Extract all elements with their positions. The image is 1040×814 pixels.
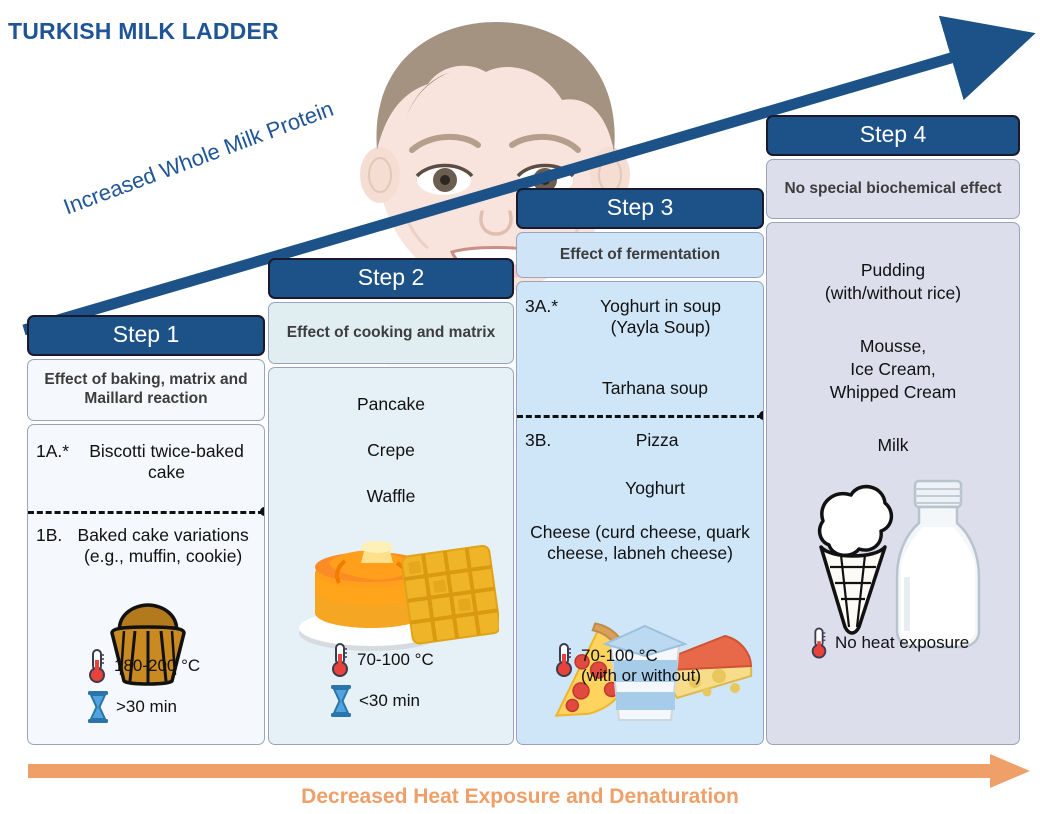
step-4-item-2: Mousse, Ice Cream, Whipped Cream [771, 335, 1015, 403]
step-1-measurements: 180-200 °C >30 min [86, 648, 264, 730]
step-3-group-a-tag: 3A.* [525, 296, 559, 316]
step-2-time-value: <30 min [359, 690, 420, 710]
step-3-yayla-line1: Yoghurt in soup [600, 296, 722, 316]
muffin-icon [110, 603, 186, 686]
step-2-temperature-row: 70-100 °C [329, 642, 513, 678]
step-1-time-value: >30 min [116, 696, 177, 716]
thermometer-icon [332, 643, 348, 677]
step-4-item-3: Milk [877, 435, 909, 455]
step-1-temperature-value: 180-200 °C [114, 655, 201, 675]
step-2-column: Step 2 Effect of cooking and matrix Panc… [268, 258, 514, 745]
step-3-group-b-text-2: Yoghurt [625, 478, 685, 498]
step-1-divider [28, 511, 264, 514]
step-2-item-3: Waffle [366, 486, 416, 506]
step-3-group-b-text-1: Pizza [635, 430, 679, 450]
thermometer-icon [811, 627, 827, 659]
step-2-body: Pancake Crepe Waffle [268, 367, 514, 745]
step-1-body: 1A.* Biscotti twice-baked cake 1B. Baked… [27, 424, 265, 745]
pancake-waffle-icon [299, 541, 499, 651]
step-1-divider-dot [260, 507, 264, 516]
step-1-column: Step 1 Effect of baking, matrix and Mail… [27, 315, 265, 745]
step-4-item-2-line3: Whipped Cream [829, 381, 957, 402]
step-4-item-1: Pudding (with/without rice) [771, 259, 1015, 305]
step-3-measurements: 70-100 °C (with or without) [553, 642, 763, 692]
step-3-group-a: 3A.* Yoghurt in soup (Yayla Soup) [517, 296, 763, 338]
decreased-heat-arrow [28, 754, 1030, 788]
step-1-group-b: 1B. Baked cake variations (e.g., muffin,… [28, 525, 264, 567]
step-3-group-b-tag: 3B. [525, 430, 552, 450]
step-4-item-1-line1: Pudding [860, 260, 926, 280]
step-3-group-a-text-2: Tarhana soup [601, 378, 709, 398]
step-4-body: Pudding (with/without rice) Mousse, Ice … [766, 222, 1020, 745]
step-3-temperature-value: 70-100 °C (with or without) [581, 642, 701, 686]
step-1-group-b-tag: 1B. [36, 525, 63, 545]
step-4-item-2-line2: Ice Cream, [850, 358, 936, 379]
step-2-temperature-value: 70-100 °C [357, 649, 434, 669]
bottom-arrow-label: Decreased Heat Exposure and Denaturation [301, 785, 739, 808]
step-3-yayla-line2: (Yayla Soup) [610, 317, 711, 337]
step-3-group-b: 3B. Pizza [517, 430, 763, 451]
step-4-temperature-value: No heat exposure [835, 632, 970, 652]
step-4-item-2-line1: Mousse, [859, 336, 927, 356]
step-1-time-row: >30 min [86, 690, 264, 724]
hourglass-icon [331, 685, 351, 717]
step-3-subtitle: Effect of fermentation [516, 232, 764, 278]
step-3-group-b-text-3: Cheese (curd cheese, quark cheese, labne… [530, 522, 750, 563]
step-3-temp-line1: 70-100 °C [581, 645, 658, 665]
step-2-measurements: 70-100 °C <30 min [329, 642, 513, 724]
step-1-group-a: 1A.* Biscotti twice-baked cake [28, 441, 264, 483]
step-3-divider [517, 415, 763, 418]
step-3-header: Step 3 [516, 188, 764, 229]
page-title: TURKISH MILK LADDER [8, 18, 279, 44]
step-4-temperature-row: No heat exposure [809, 626, 1019, 660]
icecream-milkbottle-icon [817, 479, 981, 649]
step-4-item-1-line2: (with/without rice) [824, 282, 962, 303]
step-3-column: Step 3 Effect of fermentation 3A.* Yoghu… [516, 188, 764, 745]
step-2-item-2: Crepe [367, 440, 415, 460]
step-3-temperature-row: 70-100 °C (with or without) [553, 642, 763, 686]
step-2-item-1: Pancake [356, 394, 426, 414]
step-4-subtitle: No special biochemical effect [766, 159, 1020, 219]
step-2-time-row: <30 min [329, 684, 513, 718]
thermometer-icon [556, 642, 572, 677]
step-1-group-a-text: Biscotti twice-baked cake [89, 441, 244, 482]
step-3-divider-dot [759, 411, 763, 420]
step-3-group-a-text-1: Yoghurt in soup (Yayla Soup) [566, 296, 755, 338]
step-4-measurements: No heat exposure [809, 626, 1019, 666]
step-1-header: Step 1 [27, 315, 265, 356]
step-2-subtitle: Effect of cooking and matrix [268, 302, 514, 364]
step-1-group-a-tag: 1A.* [36, 441, 70, 461]
hourglass-icon [88, 691, 108, 723]
rising-arrow-label: Increased Whole Milk Protein [60, 95, 337, 220]
step-1-group-b-text: Baked cake variations (e.g., muffin, coo… [77, 525, 249, 566]
pizza-yoghurt-cheese-icon [554, 622, 753, 721]
step-1-temperature-row: 180-200 °C [86, 648, 264, 684]
step-3-temp-line2: (with or without) [581, 665, 701, 685]
step-1-subtitle: Effect of baking, matrix and Maillard re… [27, 359, 265, 421]
thermometer-icon [89, 649, 105, 683]
step-4-header: Step 4 [766, 115, 1020, 156]
step-4-column: Step 4 No special biochemical effect Pud… [766, 115, 1020, 745]
step-3-body: 3A.* Yoghurt in soup (Yayla Soup) Tarhan… [516, 281, 764, 745]
step-2-header: Step 2 [268, 258, 514, 299]
